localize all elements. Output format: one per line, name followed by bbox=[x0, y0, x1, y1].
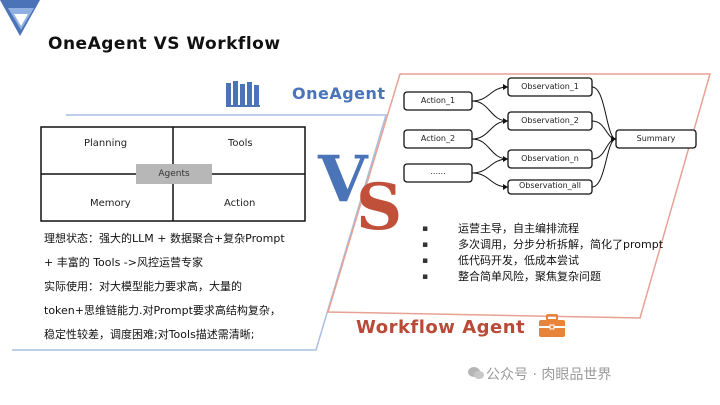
corner-logo-triangles bbox=[0, 0, 40, 36]
flow-observation-2: Observation_2 bbox=[521, 116, 579, 125]
flow-action-1: Action_1 bbox=[420, 96, 456, 105]
quadrant-action: Action bbox=[224, 198, 256, 209]
bullet-icon: ▪ bbox=[422, 240, 429, 250]
workflow-flow-diagram bbox=[403, 77, 697, 195]
workflow-bullet-2: 多次调用，分步分析拆解，简化了prompt bbox=[458, 238, 664, 251]
flow-summary: Summary bbox=[636, 134, 676, 143]
workflow-bullet-1: 运营主导，自主编排流程 bbox=[458, 222, 579, 235]
books-icon bbox=[226, 81, 260, 107]
oneagent-line-1: 理想状态：强大的LLM + 数据聚合+复杂Prompt bbox=[44, 232, 285, 245]
briefcase-icon bbox=[539, 314, 565, 337]
oneagent-heading: OneAgent bbox=[292, 84, 386, 103]
watermark-text: 公众号 · 肉眼品世界 bbox=[486, 367, 612, 383]
flow-observation-n: Observation_n bbox=[521, 154, 579, 163]
workflow-heading: Workflow Agent bbox=[356, 317, 526, 338]
quadrant-memory: Memory bbox=[90, 198, 131, 209]
flow-action-2: Action_2 bbox=[420, 134, 456, 143]
agents-center-box: Agents bbox=[136, 164, 212, 184]
vs-letter-s: S bbox=[356, 170, 403, 245]
quadrant-tools: Tools bbox=[228, 138, 253, 149]
oneagent-line-3: 实际使用：对大模型能力要求高，大量的 bbox=[44, 280, 242, 293]
bullet-icon: ▪ bbox=[422, 272, 429, 282]
oneagent-line-2: + 丰富的 Tools ->风控运营专家 bbox=[44, 256, 203, 269]
flow-observation-1: Observation_1 bbox=[521, 82, 579, 91]
oneagent-line-4: token+思维链能力.对Prompt要求高结构复杂， bbox=[44, 304, 281, 317]
slide-title: OneAgent VS Workflow bbox=[48, 34, 281, 54]
wechat-icon bbox=[468, 367, 484, 379]
workflow-bullet-4: 整合简单风险，聚焦复杂问题 bbox=[458, 270, 601, 283]
bullet-icon: ▪ bbox=[422, 224, 429, 234]
vs-letter-v: V bbox=[318, 142, 368, 217]
flow-observation-all: Observation_all bbox=[518, 181, 582, 190]
workflow-bullet-3: 低代码开发，低成本尝试 bbox=[458, 254, 579, 267]
quadrant-planning: Planning bbox=[84, 138, 128, 149]
oneagent-line-5: 稳定性较差，调度困难;对Tools描述需清晰; bbox=[44, 328, 255, 341]
flow-action-ellipsis: ...... bbox=[430, 167, 446, 176]
bullet-icon: ▪ bbox=[422, 256, 429, 266]
